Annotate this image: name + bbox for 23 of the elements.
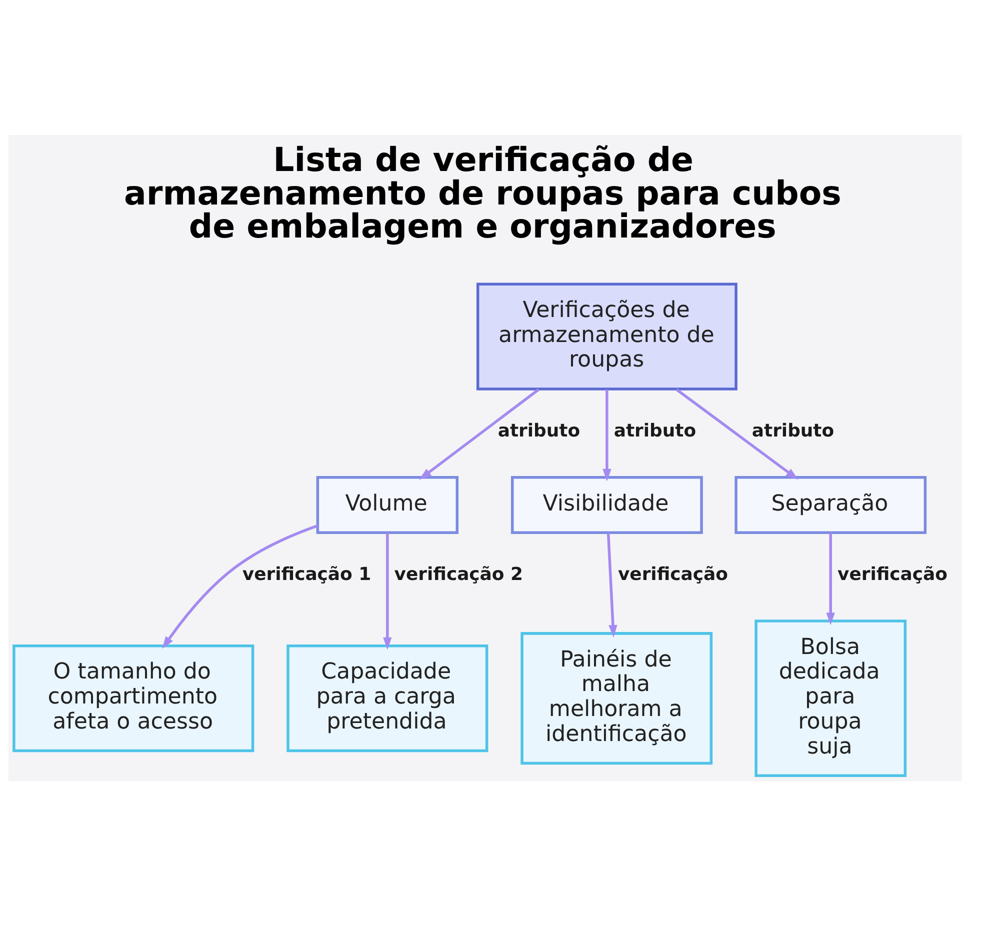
arrow	[826, 532, 835, 626]
node-box: Verificações de armazenamento de roupas	[476, 282, 738, 390]
arrow	[676, 388, 798, 480]
node-box: Visibilidade	[510, 476, 703, 534]
edge-label: verificação	[838, 564, 948, 586]
node-box: Volume	[316, 476, 458, 534]
arrow	[419, 388, 540, 480]
edge-label: verificação 2	[394, 564, 523, 586]
arrow	[383, 532, 392, 650]
diagram-title: Lista de verificação de armazenamento de roupas para cubos de embalagem e organizadores	[124, 140, 842, 246]
edge-label: atributo	[498, 420, 580, 442]
node-box: O tamanho do compartimento afeta o acesso	[12, 644, 254, 752]
arrow	[162, 524, 318, 649]
node-box: Bolsa dedicada para roupa suja	[754, 620, 907, 778]
node-box: Separação	[734, 476, 927, 534]
edge-label: atributo	[752, 420, 834, 442]
edge-label: atributo	[614, 420, 696, 442]
node-box: Painéis de malha melhoram a identificação	[520, 632, 713, 765]
edge-label: verificação	[618, 564, 728, 586]
edge-label: verificação 1	[242, 564, 372, 586]
node-box: Capacidade para a carga pretendida	[286, 644, 488, 752]
arrow	[606, 532, 618, 638]
arrow	[602, 389, 612, 482]
